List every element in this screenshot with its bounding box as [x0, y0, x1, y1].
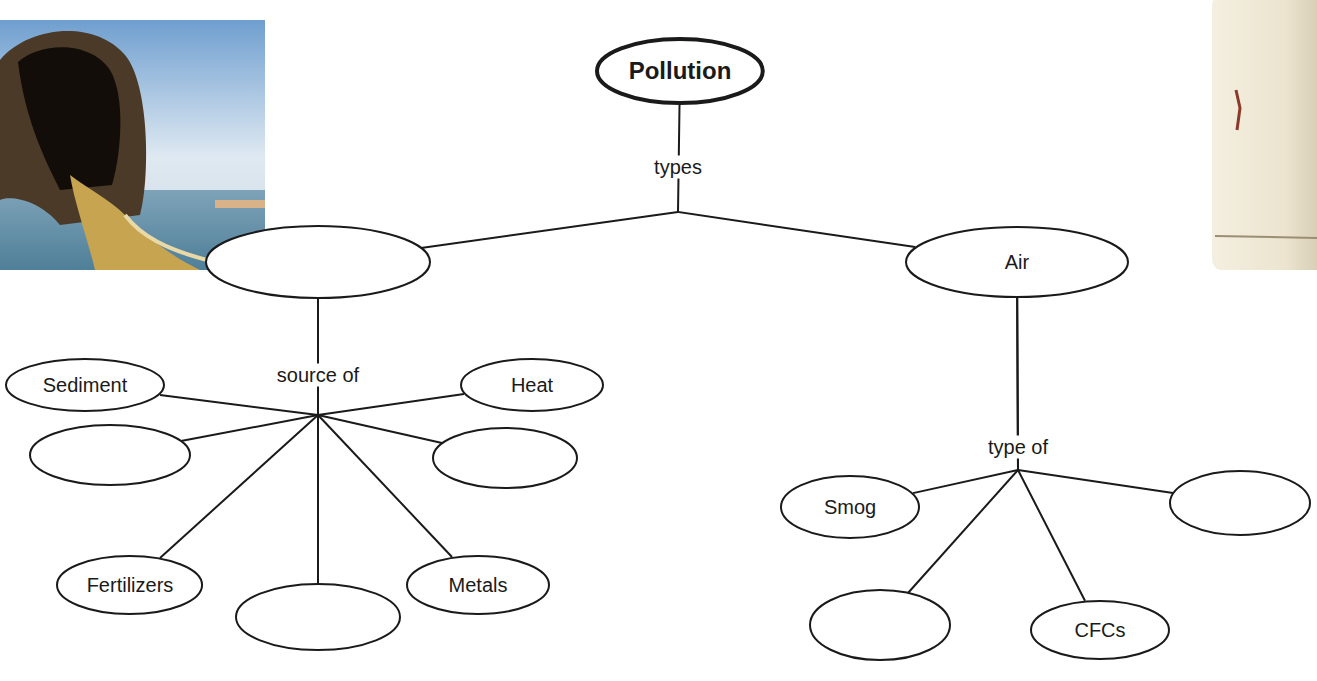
branch-line — [181, 415, 318, 441]
concept-oval: Air — [905, 226, 1129, 298]
blank-oval — [206, 226, 430, 298]
link-label: source of — [273, 364, 363, 387]
fridge-body — [1212, 0, 1317, 270]
branch-line — [1018, 470, 1173, 493]
oval-content: CFCs — [1030, 600, 1170, 660]
fridge-seam — [1215, 236, 1317, 238]
foam — [125, 215, 215, 262]
concept-oval: Fertilizers — [56, 555, 203, 615]
blank-oval — [30, 425, 190, 485]
layout-lines — [160, 212, 1173, 593]
sand-bar — [215, 200, 265, 208]
concept-label: Air — [1005, 251, 1029, 274]
concept-label: Heat — [511, 374, 553, 397]
oval-outline — [1030, 600, 1170, 660]
link-label: types — [650, 156, 706, 179]
concept-label: Smog — [824, 496, 876, 519]
blank-oval — [236, 584, 400, 650]
blank-ovals — [30, 226, 1310, 660]
oval-content: Smog — [780, 475, 920, 539]
branch-line — [160, 395, 318, 415]
oval-content: Sediment — [5, 358, 165, 412]
oval-outline — [905, 226, 1129, 298]
concept-oval: CFCs — [1030, 600, 1170, 660]
connector-line — [1017, 298, 1085, 601]
link-label: type of — [984, 436, 1052, 459]
oval-content: Pollution — [595, 37, 765, 105]
oval-outline — [595, 37, 765, 105]
connector-line — [913, 298, 1018, 493]
oval-outline — [5, 358, 165, 412]
branch-line — [160, 415, 318, 558]
outfall-photo — [0, 20, 265, 270]
pipe-opening — [18, 47, 120, 190]
refrigerator-photo — [1212, 0, 1317, 270]
oval-content: Fertilizers — [56, 555, 203, 615]
oval-content: Air — [905, 226, 1129, 298]
outflow — [70, 175, 200, 270]
connector-line — [678, 105, 915, 247]
oval-outline — [406, 555, 550, 615]
blank-oval — [1170, 471, 1310, 535]
branch-line — [317, 415, 319, 584]
concept-oval: Sediment — [5, 358, 165, 412]
oval-content: Metals — [406, 555, 550, 615]
oval-content: Heat — [460, 358, 604, 412]
photo-sky — [0, 20, 265, 270]
oval-outline — [460, 358, 604, 412]
blank-oval — [433, 428, 577, 488]
blank-oval — [810, 590, 950, 660]
concept-label: Metals — [449, 574, 508, 597]
concept-oval: Heat — [460, 358, 604, 412]
outfall-pipe — [0, 31, 146, 225]
concept-label: CFCs — [1074, 619, 1125, 642]
concept-oval: Pollution — [595, 37, 765, 105]
oval-outline — [780, 475, 920, 539]
concept-label: Sediment — [43, 374, 128, 397]
branch-line — [318, 415, 452, 557]
branch-line — [318, 415, 442, 443]
concept-label: Fertilizers — [87, 574, 174, 597]
branch-line — [317, 298, 319, 415]
concept-oval: Metals — [406, 555, 550, 615]
fridge-handle — [1236, 90, 1240, 130]
main-concept: Pollution — [629, 57, 732, 85]
oval-outline — [56, 555, 203, 615]
concept-oval: Smog — [780, 475, 920, 539]
branch-line — [908, 470, 1018, 593]
branch-line — [318, 394, 464, 415]
branch-line — [421, 212, 678, 248]
